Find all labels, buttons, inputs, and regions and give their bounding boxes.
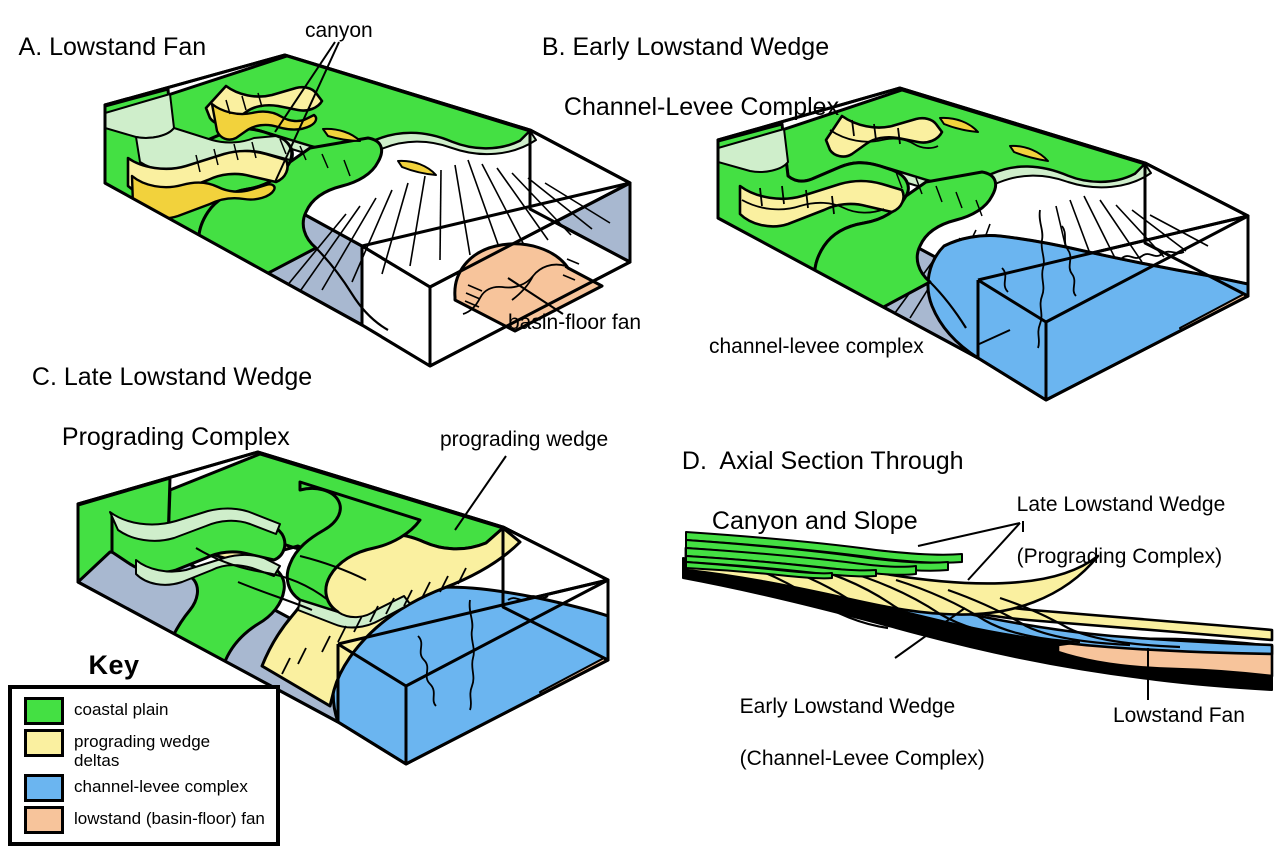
panel-c-coastal-fringe-1 — [109, 507, 281, 542]
panel-d-axial-section — [682, 521, 1274, 700]
panel-c-title-line1: C. Late Lowstand Wedge — [31, 363, 313, 391]
key-label-channel-levee: channel-levee complex — [74, 777, 248, 796]
annotation-late-lowstand-wedge-line1: Late Lowstand Wedge — [1016, 493, 1226, 516]
panel-c-title: C. Late Lowstand Wedge Prograding Comple… — [18, 332, 312, 452]
panel-d-title: D. Axial Section Through Canyon and Slop… — [668, 416, 964, 536]
key-label-coastal-plain: coastal plain — [74, 700, 169, 719]
panel-c-block-edges — [76, 450, 610, 766]
panel-b-delta-lobe-left-lines — [741, 185, 885, 215]
panel-d-leader-lines — [894, 521, 1149, 700]
panel-b-coastal-plain-promontory — [813, 170, 998, 326]
panel-d-topset-5 — [685, 561, 833, 580]
annotation-prograding-wedge: prograding wedge — [440, 428, 609, 451]
panel-c-coastal-fringe-2 — [135, 554, 281, 586]
panel-b-gully-ticks — [895, 171, 983, 217]
panel-c-wedge-hachures — [281, 567, 467, 675]
panel-c-title-line2: Prograding Complex — [61, 423, 290, 451]
panel-a-title: A. Lowstand Fan — [6, 2, 207, 62]
panel-a-fan-channels — [462, 263, 567, 315]
panel-a-canyon-leader-lines — [274, 41, 340, 183]
annotation-late-lowstand-wedge-line2: (Prograding Complex) — [1016, 545, 1223, 568]
key-swatch-channel-levee — [24, 774, 64, 802]
panel-c-coastal-plain-lobe-right — [285, 480, 422, 614]
key-swatch-lowstand-fan — [24, 806, 64, 834]
panel-a-title-text: A. Lowstand Fan — [18, 33, 207, 61]
panel-a-shelf-sliver-1 — [322, 127, 361, 142]
annotation-lowstand-fan: Lowstand Fan — [1113, 704, 1245, 727]
annotation-early-lowstand-wedge-line2: (Channel-Levee Complex) — [739, 747, 985, 770]
panel-d-title-line2: Canyon and Slope — [711, 507, 918, 535]
panel-b-block-diagram — [716, 86, 1250, 402]
key-heading: Key — [88, 650, 140, 680]
panel-a-fan-hachures — [464, 258, 580, 308]
panel-c-coastal-fringe-3 — [297, 595, 411, 629]
panel-a-delta-lobe-upper-core — [210, 102, 318, 141]
panel-b-delta-lobe-left — [738, 179, 905, 228]
panel-a-fan-leader-line — [507, 277, 564, 315]
panel-b-channel-levee-leader-line — [976, 329, 1011, 346]
key-swatch-coastal-plain — [24, 697, 64, 725]
key-item-channel-levee: channel-levee complex — [24, 774, 268, 802]
annotation-early-lowstand-wedge-line1: Early Lowstand Wedge — [739, 695, 956, 718]
panel-a-delta-lobe-left-core — [130, 174, 276, 220]
panel-c-prograding-wedge-leader-line — [454, 455, 507, 531]
annotation-late-lowstand-wedge: Late Lowstand Wedge (Prograding Complex) — [1005, 466, 1226, 570]
panel-a-block-edges — [103, 53, 632, 368]
annotation-early-lowstand-wedge: Early Lowstand Wedge (Channel-Levee Comp… — [728, 668, 985, 772]
panel-b-delta-lobe-upper-lines — [829, 119, 939, 149]
annotation-canyon: canyon — [305, 19, 373, 42]
key-swatch-prograding-wedge — [24, 729, 64, 757]
panel-a-shelf-sliver-2 — [397, 159, 437, 176]
panel-b-channel-levee-contact — [943, 234, 1248, 286]
panel-d-coastal-plain-topsets — [685, 531, 963, 580]
panel-a-gully-ticks — [195, 92, 351, 177]
annotation-basin-floor-fan: basin-floor fan — [508, 311, 642, 334]
panel-b-shelf-sliver-2 — [1009, 144, 1049, 162]
panel-c-block-diagram — [76, 450, 610, 766]
panel-a-block-diagram — [103, 41, 632, 368]
panel-b-title-line1: B. Early Lowstand Wedge — [541, 33, 830, 61]
key-item-lowstand-fan: lowstand (basin-floor) fan — [24, 806, 268, 834]
panel-b-shelf-sliver-1 — [939, 116, 979, 133]
panel-b-delta-lobe-upper — [824, 114, 944, 158]
panel-b-coastal-fringe-front — [718, 128, 789, 173]
panel-b-block-edges — [716, 86, 1250, 402]
panel-b-title: B. Early Lowstand Wedge Channel-Levee Co… — [528, 2, 839, 122]
key-label-lowstand-fan: lowstand (basin-floor) fan — [74, 809, 265, 828]
panel-d-title-line1: D. Axial Section Through — [681, 447, 964, 475]
panel-b-leveed-channels — [1001, 209, 1185, 349]
panel-c-distributary-lines — [195, 547, 367, 611]
annotation-channel-levee-complex: channel-levee complex — [709, 335, 924, 358]
panel-b-title-line2: Channel-Levee Complex — [563, 93, 840, 121]
key-item-coastal-plain: coastal plain — [24, 697, 268, 725]
